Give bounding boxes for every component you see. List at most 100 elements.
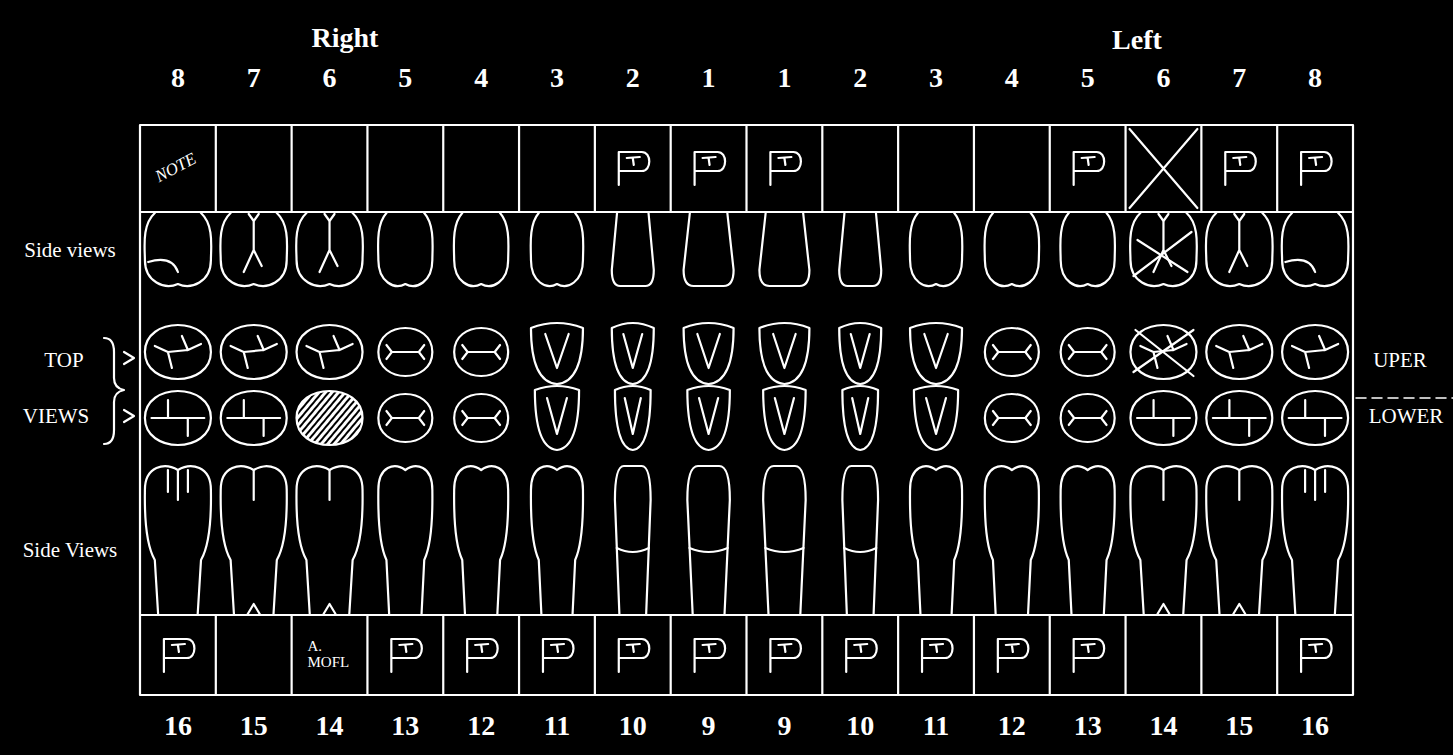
exam-flag xyxy=(467,639,498,672)
tooth-outline xyxy=(454,328,508,376)
tooth-outline xyxy=(454,213,509,286)
tooth-outline xyxy=(378,466,432,614)
row-label: VIEWS xyxy=(23,405,90,427)
fissure-line xyxy=(462,411,500,425)
root-mark xyxy=(1157,604,1169,614)
tooth-outline xyxy=(531,323,583,384)
tooth-number: 9 xyxy=(702,711,716,740)
tooth-outline xyxy=(454,394,508,442)
tooth-number: 3 xyxy=(929,63,943,92)
fissure-line xyxy=(253,470,255,500)
tooth-number: 15 xyxy=(240,711,268,740)
tooth-number: 16 xyxy=(164,711,192,740)
fissure-line xyxy=(623,334,642,368)
tooth-outline xyxy=(1130,325,1196,379)
tooth-outline xyxy=(615,466,651,614)
tooth-outline xyxy=(759,323,809,384)
tooth-outline xyxy=(687,386,730,450)
tooth-outline xyxy=(763,386,806,450)
fissure-line xyxy=(1069,345,1107,359)
fissure-line xyxy=(244,222,262,272)
row-label: Side Views xyxy=(23,539,118,561)
fissure-line xyxy=(1229,222,1247,272)
tooth-number: 11 xyxy=(544,711,570,740)
tooth-outline xyxy=(910,213,963,286)
exam-flag xyxy=(1301,639,1332,672)
fissure-line xyxy=(993,345,1031,359)
exam-flag xyxy=(543,639,574,672)
fissure-line xyxy=(924,334,947,368)
tooth-number: 1 xyxy=(777,63,791,92)
cej-line xyxy=(765,548,803,552)
tooth-outline xyxy=(1282,391,1348,445)
tooth-number: 7 xyxy=(1232,63,1246,92)
grid-line xyxy=(140,212,1353,615)
fissure-line xyxy=(328,470,330,500)
missing-mark xyxy=(1133,330,1193,376)
tooth-number: 5 xyxy=(1081,63,1095,92)
tooth-number: 12 xyxy=(467,711,495,740)
tooth-number: 15 xyxy=(1225,711,1253,740)
tooth-outline xyxy=(1061,394,1115,442)
tooth-outline xyxy=(910,323,962,384)
root-mark xyxy=(1233,604,1245,614)
tooth-outline xyxy=(612,213,654,286)
tooth-outline xyxy=(1061,466,1115,614)
tooth-outline xyxy=(684,323,734,384)
tooth-outline xyxy=(1206,325,1272,379)
row-label: TOP xyxy=(44,349,83,371)
exam-flag xyxy=(998,639,1029,672)
tooth-number: 14 xyxy=(316,711,344,740)
cej-line xyxy=(844,548,876,552)
row-label: UPER xyxy=(1373,349,1427,371)
tooth-outline xyxy=(687,466,730,614)
tooth-outline xyxy=(910,466,962,614)
tooth-outline xyxy=(145,325,211,379)
tooth-outline xyxy=(221,391,287,445)
side-heading: Left xyxy=(1112,25,1162,54)
tooth-number: 2 xyxy=(853,63,867,92)
tooth-outline xyxy=(297,325,363,379)
fissure-line xyxy=(1213,400,1266,436)
tooth-outline xyxy=(1130,466,1196,614)
fissure-line xyxy=(699,398,718,434)
fissure-line xyxy=(1285,260,1315,272)
root-mark xyxy=(1234,214,1244,221)
fissure-line xyxy=(152,400,205,436)
fissure-line xyxy=(1216,336,1262,368)
tooth-outline xyxy=(615,386,651,450)
tooth-outline xyxy=(985,213,1040,286)
tooth-outline xyxy=(1061,328,1115,376)
fissure-line xyxy=(852,398,868,434)
row-label: LOWER xyxy=(1369,405,1444,427)
tooth-number: 13 xyxy=(1074,711,1102,740)
fissure-line xyxy=(1314,470,1316,500)
exam-flag xyxy=(695,639,726,672)
tooth-outline xyxy=(220,213,287,286)
tooth-number: 16 xyxy=(1301,711,1329,740)
tooth-number: 5 xyxy=(398,63,412,92)
exam-flag xyxy=(846,639,877,672)
root-mark xyxy=(248,604,260,614)
exam-flag xyxy=(391,639,422,672)
fissure-line xyxy=(773,334,796,368)
missing-mark xyxy=(1133,232,1191,276)
tooth-number: 8 xyxy=(171,63,185,92)
tooth-number: 2 xyxy=(626,63,640,92)
exam-flag xyxy=(1225,152,1256,185)
fissure-line xyxy=(775,398,794,434)
grid-line xyxy=(216,125,1277,695)
tooth-outline xyxy=(839,213,881,286)
tooth-outline xyxy=(985,466,1039,614)
tooth-outline xyxy=(612,323,654,384)
fissure-line xyxy=(155,336,201,368)
tooth-outline xyxy=(985,394,1039,442)
exam-flag xyxy=(619,152,650,185)
exam-flag xyxy=(1301,152,1332,185)
tooth-outline xyxy=(759,213,809,286)
fissure-line xyxy=(1238,470,1240,500)
tooth-outline xyxy=(839,323,881,384)
root-mark xyxy=(324,604,336,614)
tooth-outline xyxy=(842,466,878,614)
